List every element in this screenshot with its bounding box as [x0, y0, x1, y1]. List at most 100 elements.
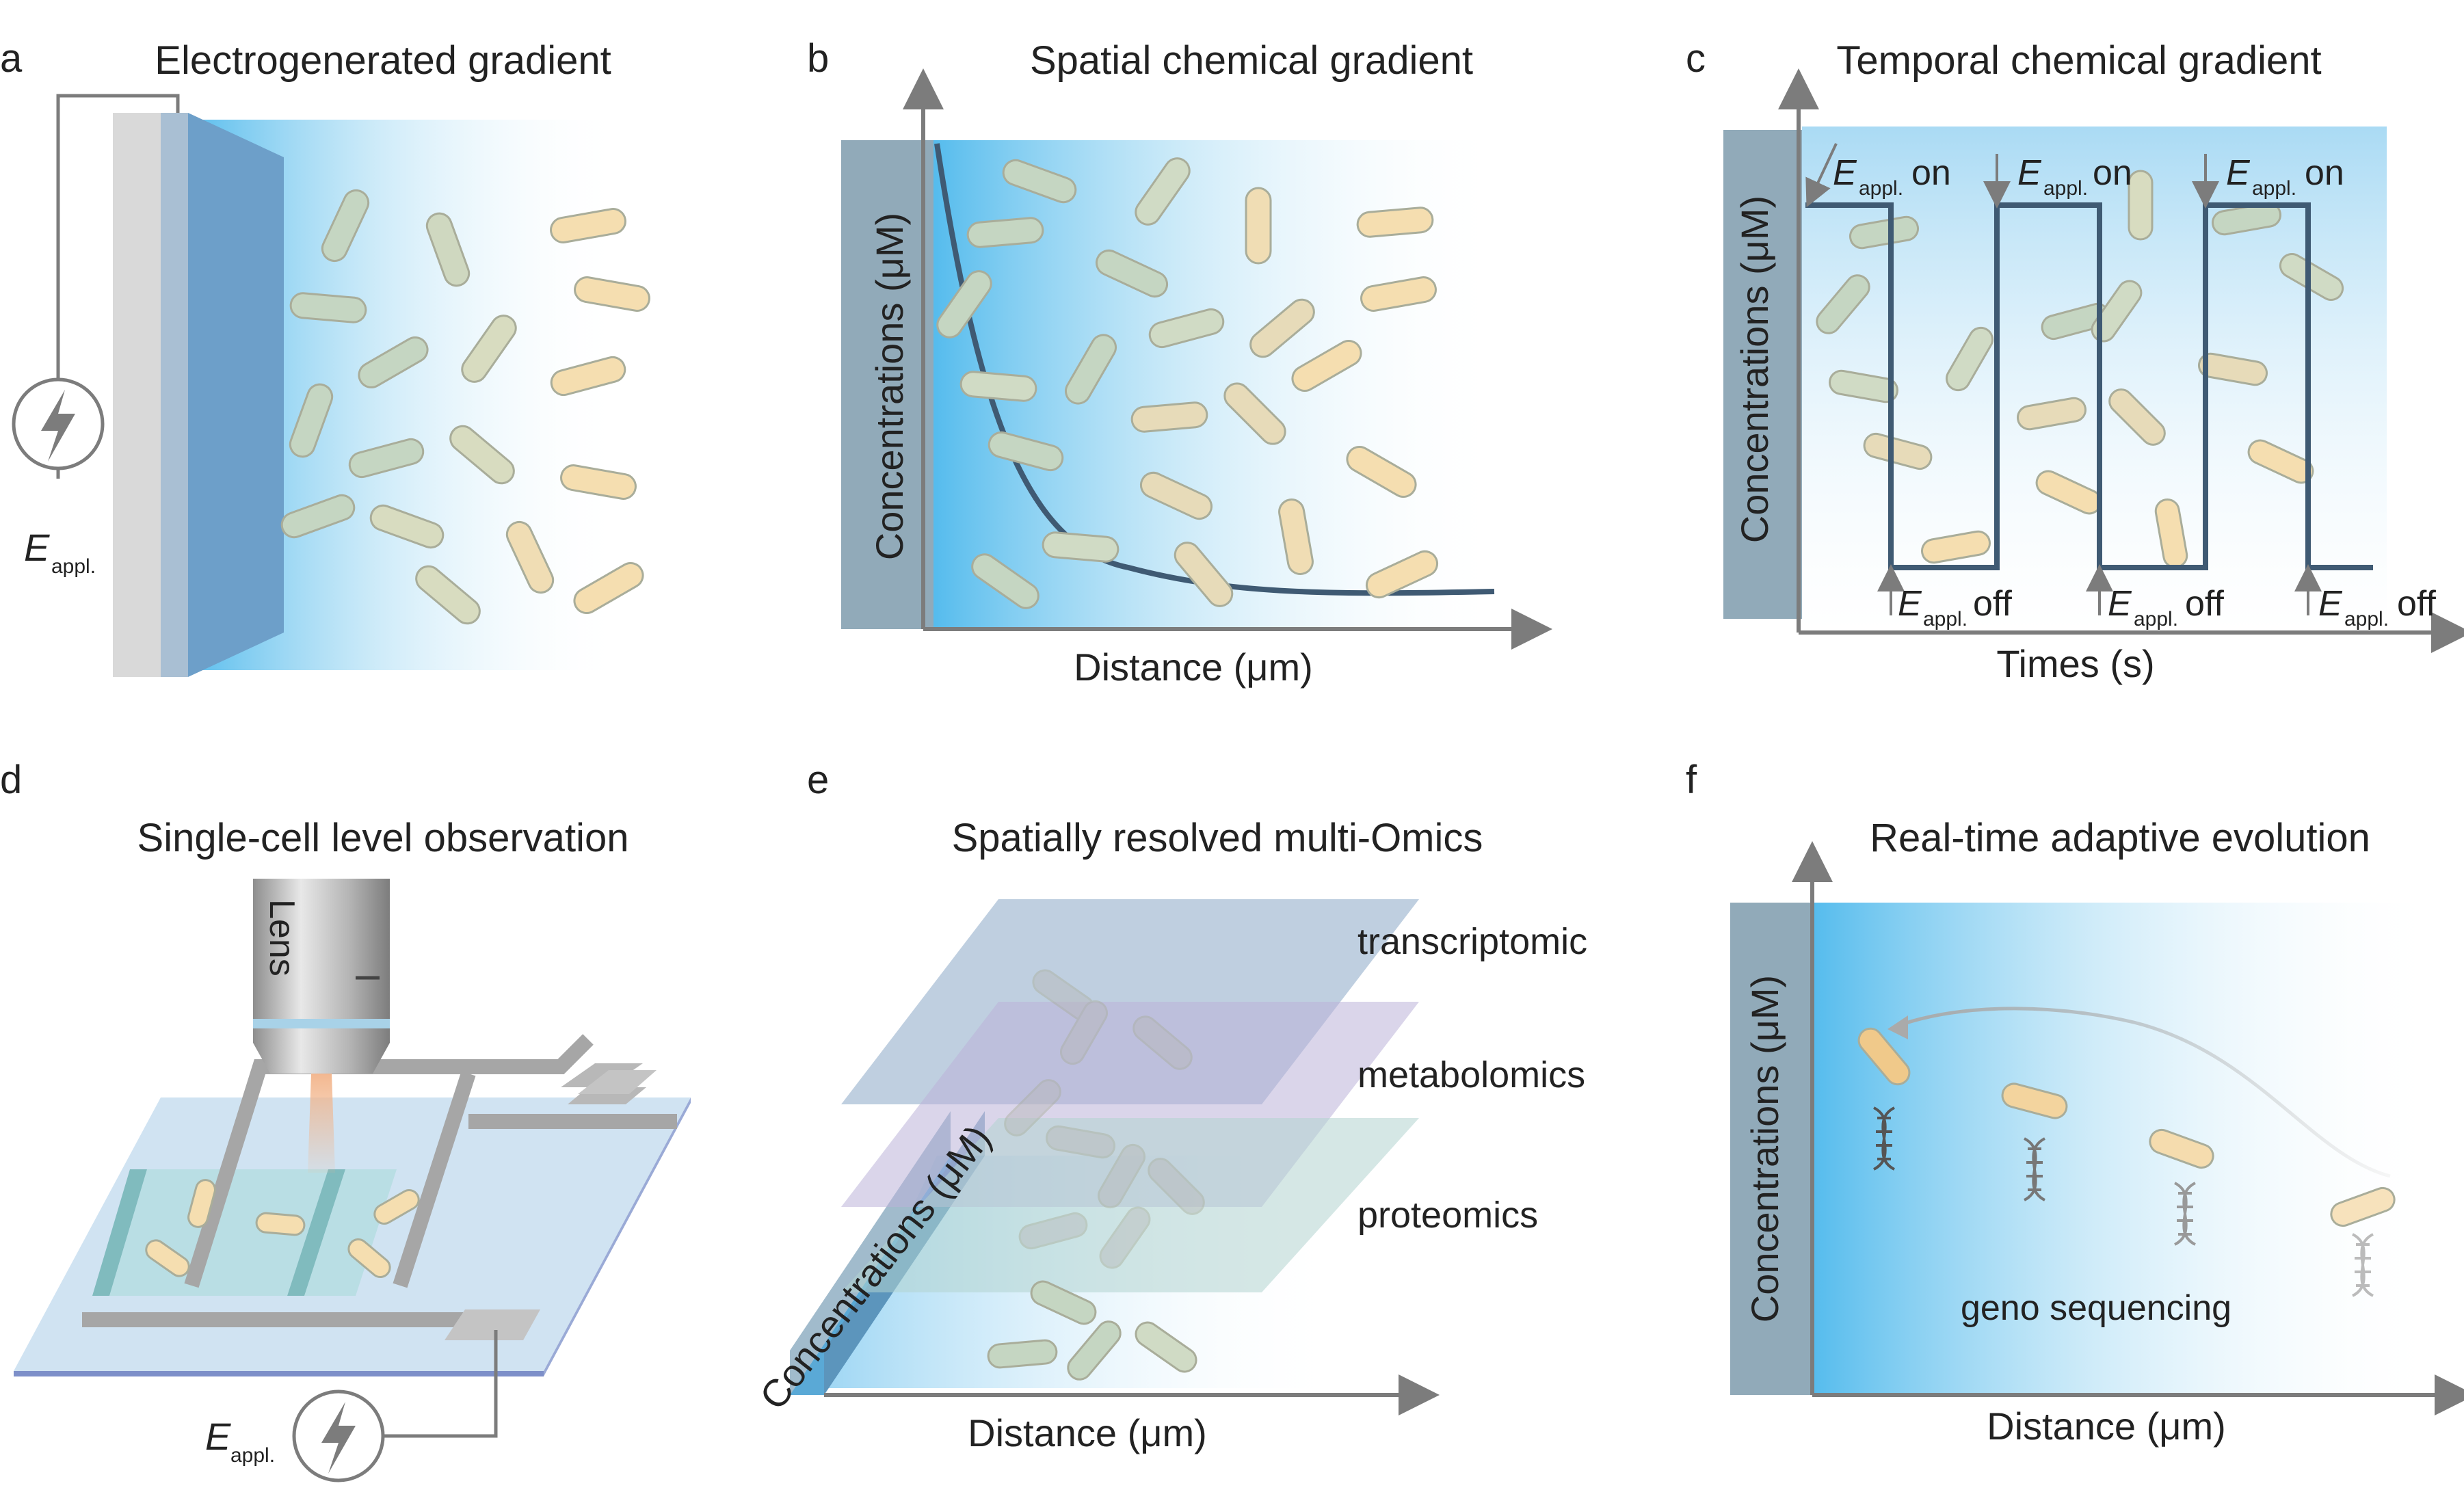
- bacterium-icon: [1249, 298, 1315, 358]
- panel-d-letter: d: [0, 758, 22, 802]
- dna-icon: [2024, 1137, 2045, 1201]
- bacterium-icon: [987, 1339, 1058, 1369]
- e-sub: appl.: [2134, 608, 2178, 630]
- dna-icon: [2174, 1182, 2196, 1246]
- y-axis-label: Concentrations (μM): [868, 213, 911, 560]
- bacterium-icon: [373, 1189, 420, 1225]
- bacterium-icon: [1278, 498, 1314, 575]
- bacterium-icon: [280, 494, 356, 539]
- bacterium-icon: [2330, 1186, 2396, 1227]
- bacterium-icon: [1816, 274, 1870, 334]
- bacterium-icon: [1060, 1000, 1108, 1065]
- bacterium-icon: [369, 504, 445, 549]
- gradient-field: [1802, 127, 2387, 633]
- e-sub: appl.: [1859, 177, 1903, 200]
- off-marker-3: E appl. off: [2294, 564, 2436, 630]
- bacterium-icon: [289, 292, 367, 323]
- bacterium-icon: [1174, 542, 1234, 607]
- e-sub: appl.: [1923, 608, 1968, 630]
- bacterium-icon: [1004, 1079, 1061, 1136]
- e-sub: appl.: [2344, 608, 2389, 630]
- bacterium-icon: [1099, 1206, 1151, 1269]
- proteomics-layer: [841, 1118, 1419, 1292]
- bacterium-icon: [1148, 308, 1225, 349]
- bacterium-icon: [988, 431, 1064, 472]
- bacterium-icon: [289, 383, 334, 458]
- panel-f: f Real-time adaptive evolution Concentra…: [1686, 758, 2464, 1448]
- off-marker-2: E appl. off: [2086, 564, 2224, 630]
- bacterium-icon: [936, 270, 992, 338]
- off-label: off: [1973, 584, 2012, 624]
- e-sub: appl.: [2252, 177, 2296, 200]
- panel-c-letter: c: [1686, 36, 1706, 81]
- panel-b-title: Spatial chemical gradient: [1030, 38, 1473, 83]
- x-axis-label: Distance (μm): [1074, 646, 1313, 689]
- bacterium-icon: [1042, 531, 1120, 563]
- bacterium-icon: [1135, 1321, 1197, 1373]
- bacterium-icon: [1829, 369, 1898, 403]
- lens-label: Lens: [262, 899, 302, 976]
- bacterium-icon: [2108, 388, 2166, 446]
- bacterium-icon: [415, 565, 481, 625]
- objective-lens-icon: Lens: [253, 879, 390, 1074]
- panel-a-letter: a: [0, 36, 23, 81]
- bacterium-icon: [425, 212, 471, 287]
- panel-d-title: Single-cell level observation: [137, 816, 629, 860]
- y-axis-label: Concentrations (μM): [1733, 196, 1776, 543]
- electrode-film: [161, 113, 188, 677]
- bacterium-icon: [1946, 326, 1993, 392]
- bacterium-icon: [1360, 276, 1437, 312]
- panel-a: a Electrogenerated gradient E appl.: [0, 36, 650, 677]
- electrode-face: [188, 113, 284, 677]
- bacterium-icon: [347, 1238, 391, 1278]
- bacterium-icon: [1067, 1320, 1122, 1381]
- panel-f-title: Real-time adaptive evolution: [1870, 816, 2370, 860]
- off-marker-1: E appl. off: [1877, 564, 2012, 630]
- electrode-bar: [1723, 130, 1802, 619]
- panel-c: c Temporal chemical gradient Concentrati…: [1686, 36, 2464, 685]
- layer-label-metabolomics: metabolomics: [1357, 1054, 1585, 1095]
- bacterium-icon: [1139, 471, 1213, 520]
- geno-sequencing-label: geno sequencing: [1961, 1288, 2231, 1328]
- layer-label-proteomics: proteomics: [1357, 1195, 1538, 1236]
- y-axis-label: Concentrations (μM): [1743, 975, 1786, 1322]
- layer-label-transcriptomic: transcriptomic: [1357, 921, 1587, 962]
- e-label: E: [2318, 584, 2343, 624]
- bacterium-icon: [1148, 1158, 1205, 1215]
- bacterium-icon: [1921, 530, 1991, 564]
- bacterium-icon: [1356, 207, 1434, 238]
- bacterium-icon: [1018, 1212, 1088, 1250]
- e-label: E: [2017, 153, 2042, 193]
- panel-c-title: Temporal chemical gradient: [1836, 38, 2321, 83]
- on-label: on: [1911, 153, 1951, 193]
- bacterium-icon: [1098, 1143, 1145, 1209]
- x-axis-label: Distance (μm): [1987, 1405, 2226, 1448]
- bacterium-icon: [321, 189, 370, 263]
- on-marker-2: E appl. on: [1983, 153, 2132, 209]
- bacterium-icon: [550, 208, 626, 243]
- bacterium-icon: [966, 217, 1044, 248]
- panel-e-title: Spatially resolved multi-Omics: [952, 816, 1483, 860]
- bacterium-icon: [1046, 1125, 1115, 1159]
- potential-label: E: [24, 526, 50, 569]
- bacterium-icon: [560, 464, 637, 500]
- bacterium-icon: [959, 371, 1037, 402]
- bacterium-icon: [255, 1212, 306, 1236]
- bacterium-icon: [1132, 1015, 1193, 1070]
- panel-e-letter: e: [807, 758, 829, 802]
- bacterium-icon: [1002, 159, 1077, 204]
- on-marker-1: E appl. on: [1805, 143, 1951, 208]
- lightning-icon: [12, 377, 105, 470]
- panel-a-title: Electrogenerated gradient: [155, 38, 611, 83]
- bacterium-icon: [1346, 446, 1417, 498]
- bacterium-icon: [1291, 340, 1362, 392]
- bacteria-group-b: [936, 157, 1439, 609]
- bacterium-icon: [1065, 334, 1117, 405]
- bacterium-icon: [145, 1239, 190, 1277]
- bacterium-icon: [573, 562, 644, 614]
- e-label: E: [1833, 153, 1857, 193]
- on-label: on: [2093, 153, 2132, 193]
- panel-b-letter: b: [807, 36, 829, 81]
- bacterium-icon: [2128, 170, 2154, 241]
